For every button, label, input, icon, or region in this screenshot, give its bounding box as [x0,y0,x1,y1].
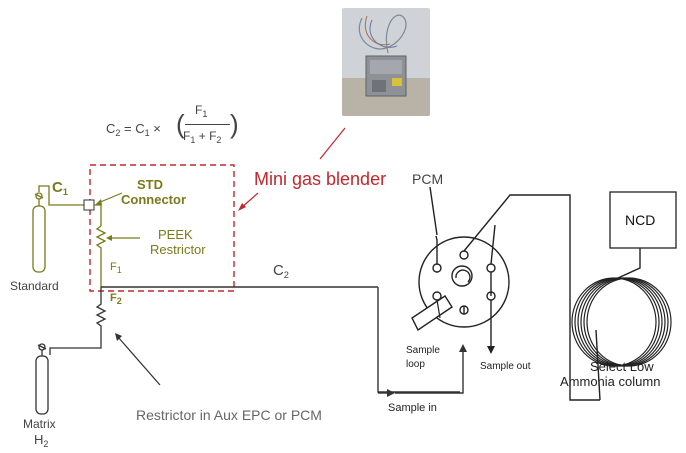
column-coil [571,277,672,367]
sample-in-label: Sample in [388,402,437,414]
mini-gas-blender-label: Mini gas blender [254,169,387,189]
column-label-line2: Ammonia column [560,374,661,389]
mini-gas-blender-photo [342,8,430,116]
pcm-label: PCM [412,171,444,187]
sample-in-line [377,287,460,393]
restrictor-aux-label: Restrictor in Aux EPC or PCM [136,407,322,423]
std-connector-square [83,199,95,211]
aux-restrictor [49,287,107,355]
std-label-line2: Connector [121,192,186,207]
formula-c1: C [135,121,145,136]
sample-loop-label-line1: Sample [406,345,440,356]
column-label-line1: Select Low [590,359,654,374]
peek-label-line2: Restrictor [150,242,206,257]
c2-label: C2 [273,262,289,280]
sample-out-label: Sample out [480,361,531,372]
f2-label: F2 [110,292,122,306]
c1-label: C1 [52,179,68,197]
peek-label-line1: PEEK [158,227,193,242]
formula-lhs: C [106,121,116,136]
f1-label: F1 [110,261,122,275]
pcm-valve [411,194,600,401]
h2-label: H2 [34,432,49,449]
formula-numerator: F1 [195,103,208,119]
peek-restrictor [95,225,107,287]
matrix-label: Matrix [23,417,56,431]
ncd-label: NCD [625,212,656,228]
sample-loop-label-line2: loop [406,359,425,370]
formula-close-paren: ) [230,109,239,139]
ncd-box [609,191,677,249]
standard-cylinder [32,192,46,273]
formula: C2 = C1 × [106,121,161,138]
formula-fraction-bar [185,124,230,125]
matrix-cylinder [35,343,49,415]
formula-open-paren: ( [176,109,185,139]
std-label-line1: STD [137,177,163,192]
standard-label: Standard [10,279,59,293]
formula-denominator: F1 + F2 [183,129,222,145]
photo-pointer-line [319,127,346,160]
mini-gas-blender-box [89,164,235,292]
